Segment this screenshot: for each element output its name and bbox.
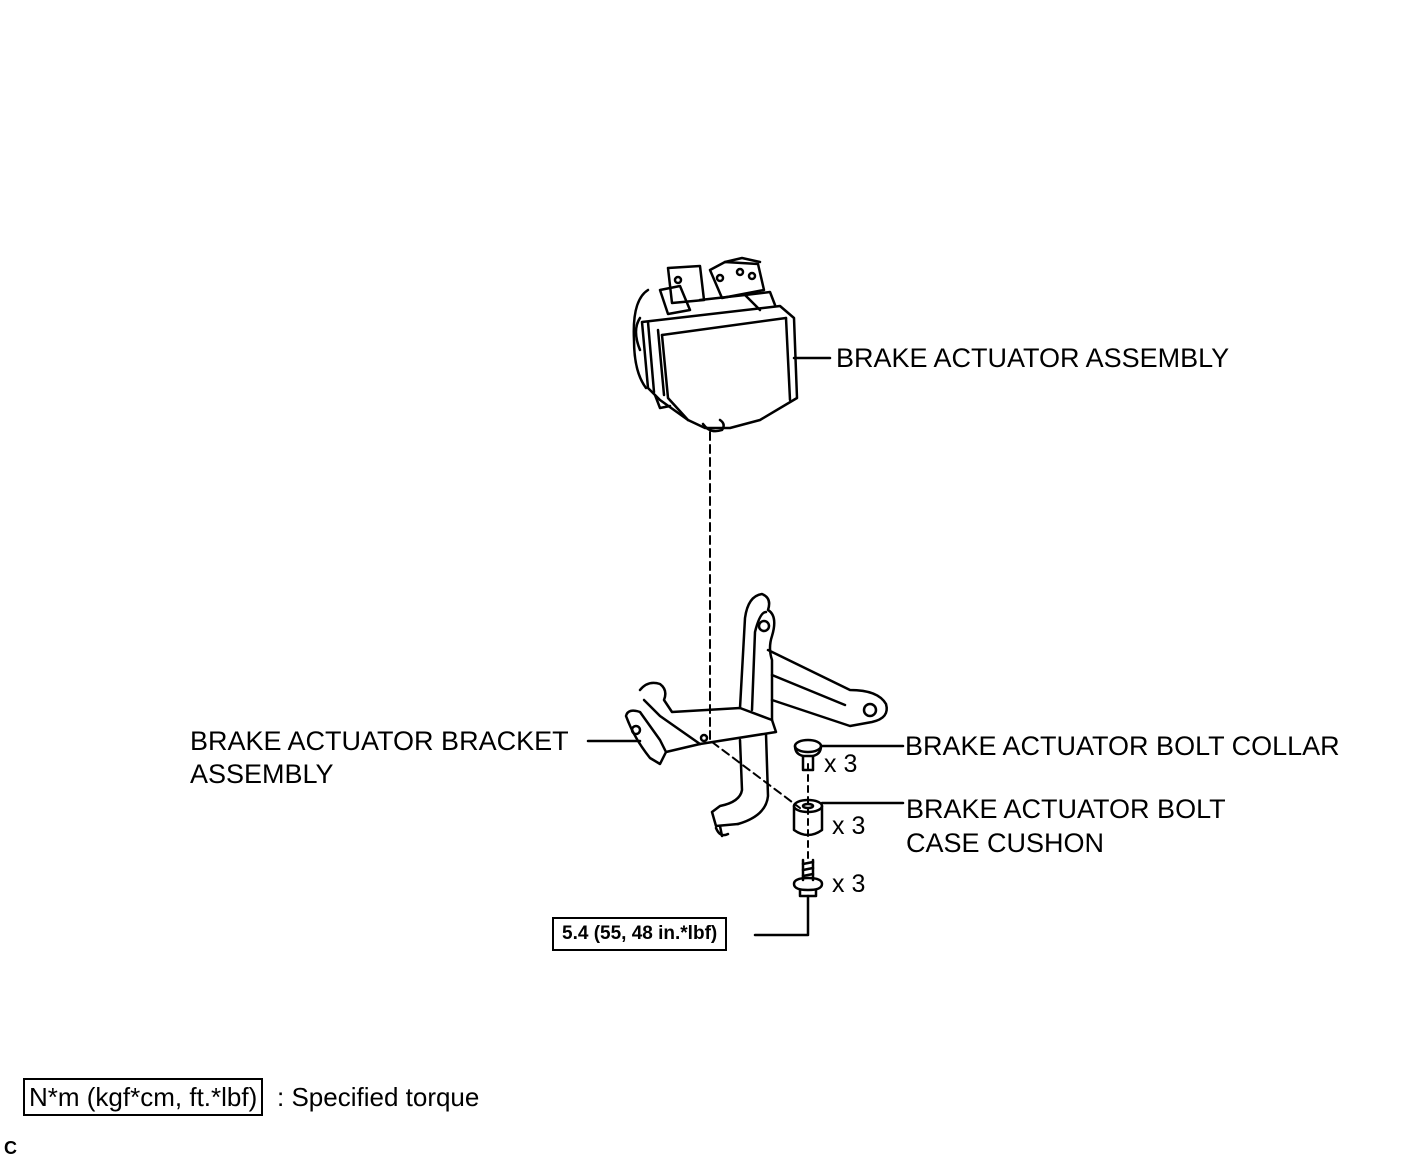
label-bolt-collar: BRAKE ACTUATOR BOLT COLLAR: [905, 731, 1340, 761]
bolt-drawing: [792, 858, 824, 898]
alignment-line-bracket-bolt: [711, 741, 801, 809]
torque-spec-box: 5.4 (55, 48 in.*lbf): [552, 917, 728, 951]
quantity-collar: x 3: [824, 750, 858, 778]
legend-torque-text: : Specified torque: [277, 1082, 480, 1112]
label-cushion-line1: BRAKE ACTUATOR BOLT: [906, 794, 1226, 824]
quantity-bolt: x 3: [832, 870, 866, 898]
label-bracket-line2: ASSEMBLY: [190, 759, 334, 789]
leader-torque: [753, 894, 810, 937]
quantity-cushion: x 3: [832, 812, 866, 840]
label-bracket-line1: BRAKE ACTUATOR BRACKET: [190, 726, 569, 756]
figure-code: C: [4, 1138, 17, 1158]
legend-torque-units-box: N*m (kgf*cm, ft.*lbf): [23, 1078, 264, 1116]
label-cushion-line2: CASE CUSHON: [906, 828, 1105, 858]
label-brake-actuator-assembly: BRAKE ACTUATOR ASSEMBLY: [836, 343, 1230, 373]
case-cushion-drawing: [792, 798, 824, 837]
brake-actuator-drawing: [632, 256, 799, 433]
brake-actuator-bracket-drawing: [624, 592, 888, 838]
